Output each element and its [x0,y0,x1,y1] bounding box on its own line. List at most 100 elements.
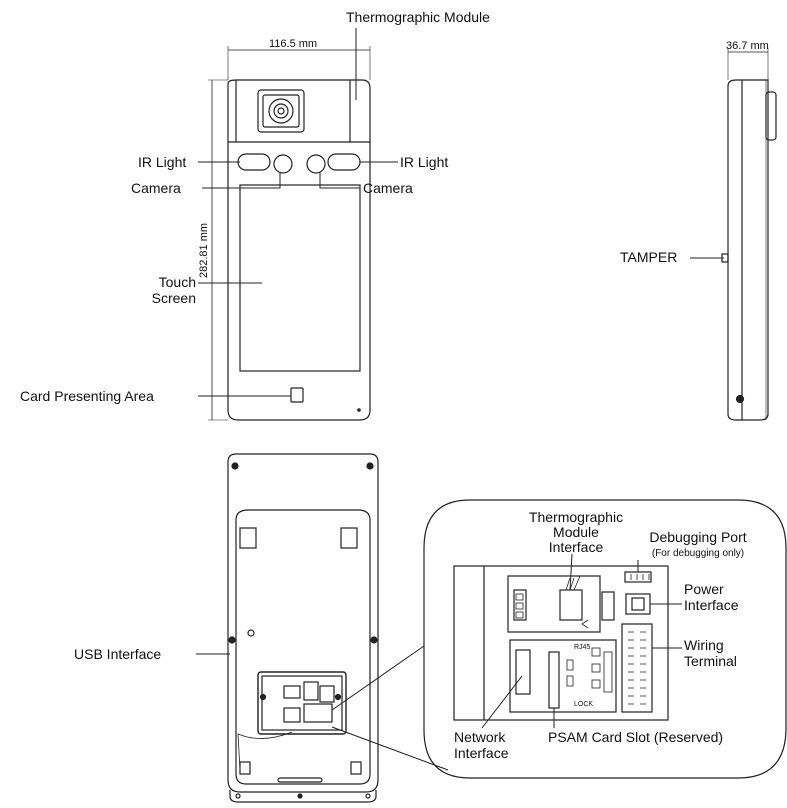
label-network-interface-line1: Network [454,729,506,745]
board-mark-lock: LOCK [574,701,593,708]
bottom-hole-icon [235,793,241,799]
label-power-interface-line1: Power [684,581,724,597]
rear-body [227,453,379,793]
label-width-dimension: 116.5 mm [269,38,317,50]
ir-light-right-icon [327,153,361,171]
label-ir-light-right: IR Light [400,154,448,170]
rear-port [303,703,333,723]
label-debugging-port-note: (For debugging only) [652,548,744,559]
zoom-line-top [331,645,425,711]
thermo-connector-wires [565,575,581,591]
ir-light-left-icon [237,153,271,171]
rear-port [303,681,319,701]
thermal-lens-mid-icon [273,103,289,119]
board-lower-area [509,639,617,713]
rear-screw-icon [370,636,378,644]
zoom-line-bottom [331,726,449,771]
indicator-dot [357,408,361,412]
rear-screw-icon [366,462,374,470]
camera-right-icon [306,154,326,174]
label-thermo-interface-line3: Interface [549,539,604,555]
psam-slot [548,651,560,709]
board-component [601,591,615,621]
label-camera-left: Camera [131,180,181,196]
cover-screw-icon [334,693,342,701]
wiring-terminal-block [621,623,653,713]
label-thermo-interface-line1: Thermographic [529,509,623,525]
rear-foot-right [350,761,362,775]
power-pins [631,597,645,611]
rear-clip-left [239,527,257,549]
thermal-lens-core-icon [277,107,285,115]
leader-network-interface [481,675,523,729]
labels: Thermographic Module 116.5 mm 282.81 mm … [20,9,769,761]
label-tamper: TAMPER [620,249,677,265]
rear-cable [237,731,293,771]
tamper-switch-icon [721,253,729,263]
label-touch-screen-line1: Touch [159,274,196,290]
board-pin [515,602,524,610]
label-height-dimension: 282.81 mm [198,223,210,278]
thermographic-module-housing [227,79,371,143]
front-view [198,28,398,421]
board-pin [515,611,524,619]
board-pin [515,593,524,601]
label-thermo-interface-line2: Module [553,524,599,540]
touch-screen [239,184,361,372]
board-mark-rj45: RJ45 [574,644,590,651]
rear-port [319,685,335,703]
rear-foot-left [239,761,251,775]
board-module-area [507,575,601,633]
thermo-connector [559,589,583,621]
label-wiring-terminal-line2: Terminal [684,653,737,669]
front-body [227,142,371,421]
power-interface-connector [625,593,651,615]
rear-screw-icon [231,462,239,470]
label-usb-interface: USB Interface [74,646,161,662]
card-area-icon [290,387,304,403]
label-network-interface-line2: Interface [454,745,509,761]
label-psam-card-slot: PSAM Card Slot (Reserved) [548,729,723,745]
label-card-presenting-area: Card Presenting Area [20,388,154,404]
interface-cover [257,671,347,735]
arrow-mark-icon [581,619,589,629]
rear-view [196,453,379,803]
detail-bubble [423,499,787,779]
label-touch-screen-line2: Screen [152,290,196,306]
rear-clip-right [340,527,358,549]
label-wiring-terminal-line1: Wiring [684,637,724,653]
debugging-port-connector [624,571,652,583]
detail-view: RJ45 LOCK [331,499,787,779]
leader-thermo-interface [569,553,573,591]
board-component [513,589,527,621]
network-jack [515,649,531,695]
rear-bottom-edge [229,790,377,803]
label-depth-dimension: 36.7 mm [726,40,769,52]
label-debugging-port: Debugging Port [649,529,746,545]
bottom-screw-icon [297,793,303,799]
thermal-lens-inner [262,94,300,128]
bottom-slot [277,777,323,783]
side-body [727,79,769,421]
rear-screw-icon [228,636,236,644]
debug-pins [630,574,650,580]
label-camera-right: Camera [363,180,413,196]
label-thermographic-module: Thermographic Module [346,9,490,25]
wiring-terminal-pins [628,631,646,705]
label-ir-light-left: IR Light [138,154,186,170]
rear-port [283,707,301,723]
thermal-lens-frame [257,89,305,133]
camera-left-icon [273,154,293,174]
side-thermal-bump [765,91,777,141]
rear-inner-panel [235,509,371,785]
side-screw-icon [735,394,745,404]
circuit-board [453,565,669,721]
thermal-lens-outer-icon [268,98,294,124]
bottom-hole-icon [365,793,371,799]
rear-port [283,685,301,699]
label-power-interface-line2: Interface [684,597,739,613]
cover-screw-icon [259,693,267,701]
rear-hole-icon [247,629,255,637]
